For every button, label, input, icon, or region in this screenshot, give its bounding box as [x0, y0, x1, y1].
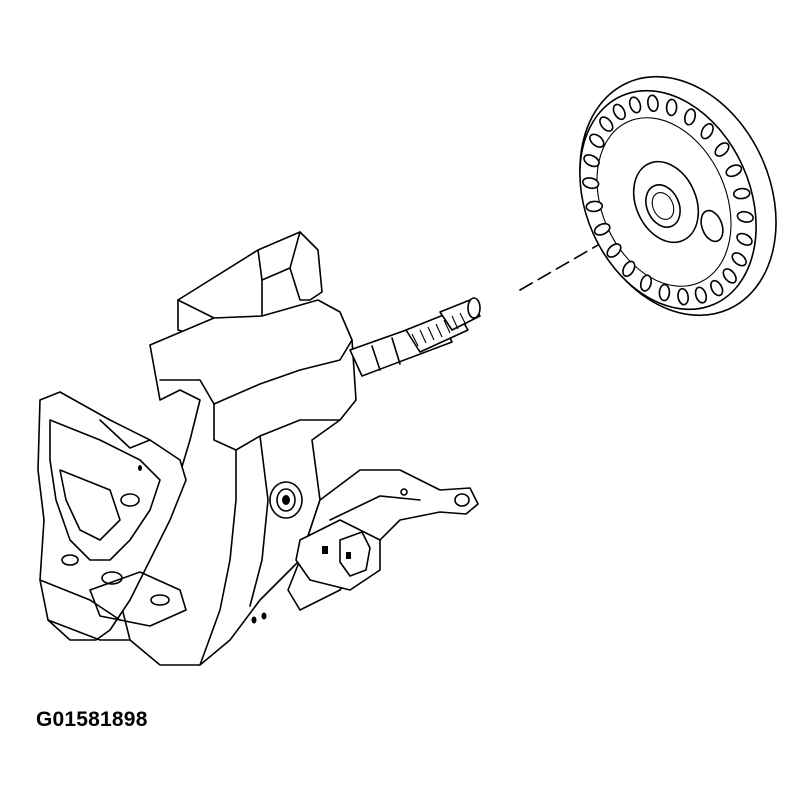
gear-tooth-slot: [714, 142, 730, 157]
gear-tooth-slot: [665, 98, 678, 117]
gear-teeth: [582, 94, 754, 306]
gear-tooth-slot: [628, 96, 642, 114]
gear-tooth-slot: [658, 283, 671, 302]
gear-tooth-slot: [599, 116, 614, 132]
gear-tooth-slot: [612, 103, 626, 121]
gear-tooth-slot: [582, 177, 600, 190]
gear-tooth-slot: [589, 133, 605, 148]
gear-tooth-slot: [647, 94, 659, 113]
gear-tooth-slot: [677, 287, 689, 306]
gear-tooth-slot: [622, 260, 636, 277]
steering-shaft: [349, 297, 481, 377]
gear-tooth-slot: [585, 200, 604, 213]
gear-tooth-slot: [722, 268, 737, 284]
gear-tooth-slot: [731, 252, 747, 267]
gear-tooth-slot: [639, 274, 653, 292]
gear-tooth-slot: [710, 279, 724, 297]
figure-code-label: G01581898: [36, 708, 148, 731]
gear-tooth-slot: [593, 222, 611, 236]
gear-tooth-slot: [736, 232, 753, 246]
gear-tooth-slot: [736, 210, 754, 223]
gear-tooth-slot: [725, 164, 743, 178]
gear-tooth-slot: [700, 123, 714, 140]
steering-gear-wheel: [579, 75, 777, 317]
gear-tooth-slot: [583, 154, 600, 168]
steering-column-housing: [37, 231, 479, 666]
gear-tooth-slot: [694, 286, 708, 304]
gear-tooth-slot: [606, 243, 622, 258]
alignment-dashed-line: [519, 214, 651, 291]
gear-tooth-slot: [683, 108, 697, 126]
gear-tooth-slot: [732, 187, 751, 200]
